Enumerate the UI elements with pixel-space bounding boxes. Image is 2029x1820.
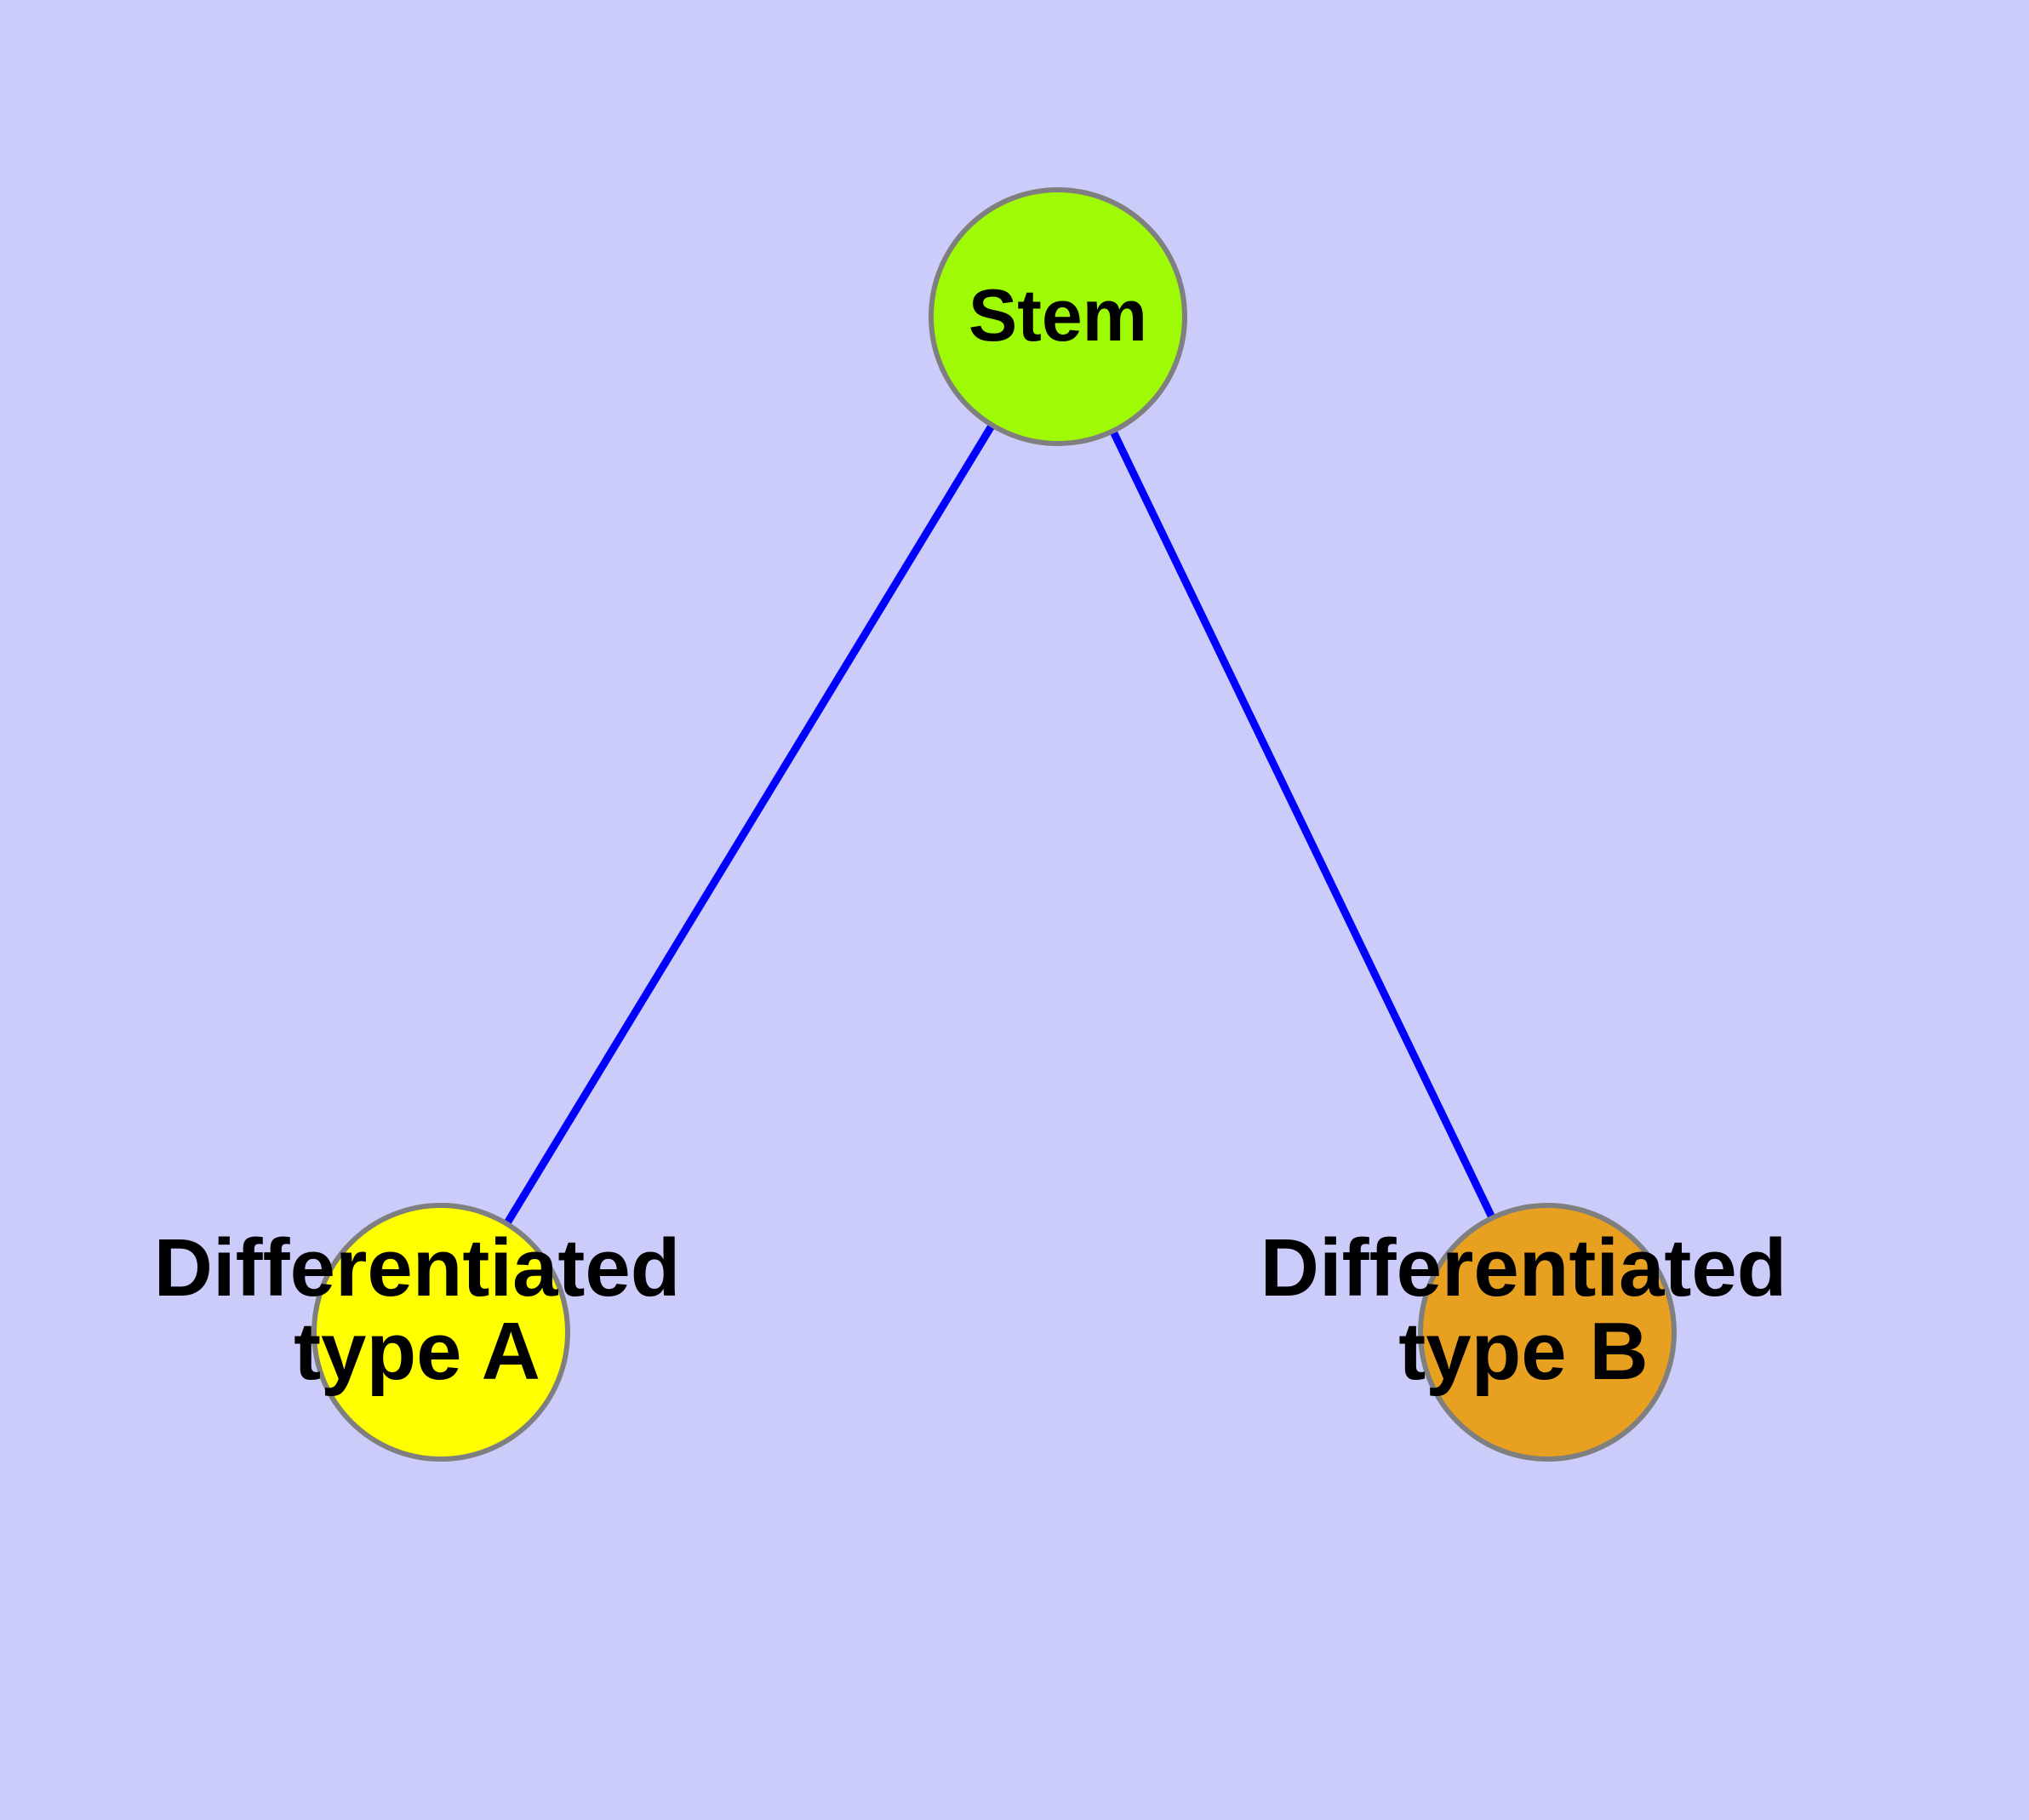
node-stem[interactable]: Stem — [929, 187, 1187, 446]
edge-stem-to-diff_b — [1054, 315, 1552, 1334]
node-stem-circle[interactable] — [929, 187, 1187, 446]
node-differentiated-type-b[interactable]: Differentiated type B — [1260, 1203, 1786, 1462]
edge-stem-to-diff_a — [437, 314, 1061, 1335]
node-differentiated-type-a-circle[interactable] — [311, 1203, 570, 1462]
node-differentiated-type-b-circle[interactable] — [1418, 1203, 1677, 1462]
edge-layer — [437, 314, 1552, 1335]
node-differentiated-type-a[interactable]: Differentiated type A — [154, 1203, 680, 1462]
